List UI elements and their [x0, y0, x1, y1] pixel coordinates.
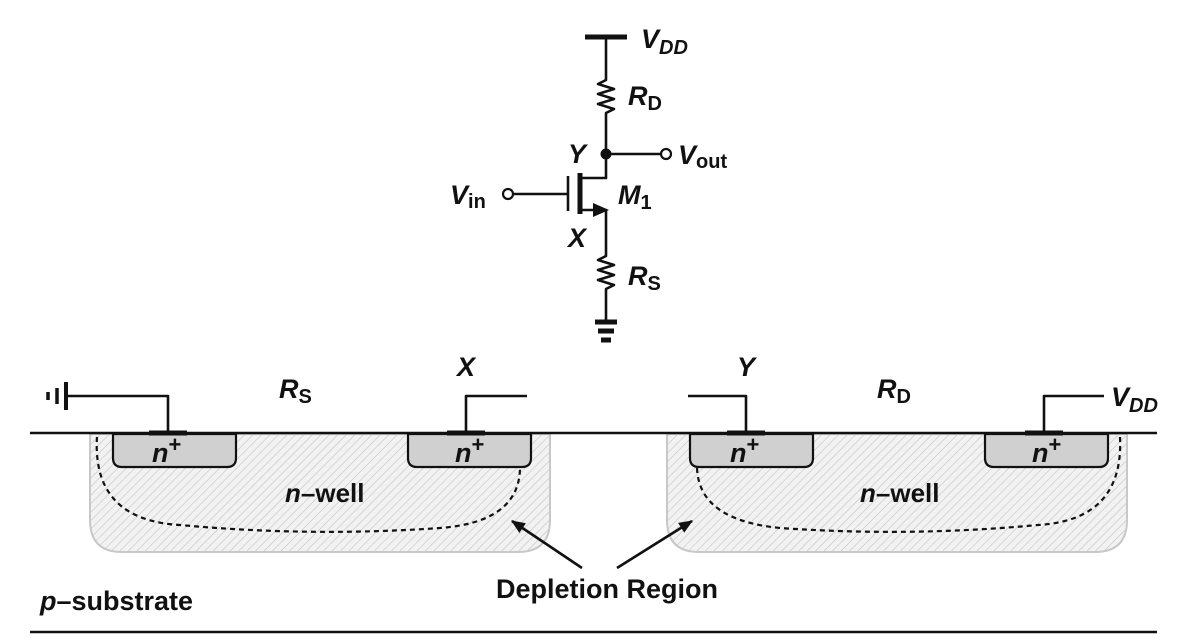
ground-icon	[595, 319, 617, 343]
schematic: VDD RD Y Vout Vin M1 X	[450, 24, 727, 343]
xs-y-label: Y	[737, 352, 758, 382]
drain-lead	[581, 154, 608, 180]
depletion-boundary-left	[95, 436, 522, 533]
xs-rs-label: RS	[279, 374, 312, 408]
node-x-wire	[464, 394, 527, 433]
m1-label: M1	[618, 180, 652, 214]
n-plus-diffusion-3	[688, 432, 815, 469]
depletion-boundary-right	[695, 436, 1122, 533]
n-well-label-left: n–well	[285, 478, 364, 508]
n-plus-diffusion-4	[983, 432, 1110, 469]
cross-section: n+ n+ n+ n+ n–well n–well RS X Y RD VDD …	[30, 352, 1158, 634]
ground-wire	[66, 394, 170, 433]
xs-vdd-label: VDD	[1111, 382, 1158, 417]
node-y-label: Y	[568, 139, 589, 169]
rd-label: RD	[628, 81, 662, 115]
depletion-region-label: Depletion Region	[496, 574, 718, 604]
depletion-arrow-left	[511, 519, 583, 570]
rd-resistor	[596, 74, 616, 150]
source-arrow	[593, 203, 609, 217]
n-plus-label-3: n+	[730, 432, 759, 468]
vdd-label: VDD	[641, 24, 688, 59]
n-plus-diffusion-2	[406, 432, 533, 469]
vout-terminal	[659, 147, 673, 161]
vin-terminal	[501, 187, 515, 201]
vout-label: Vout	[678, 140, 727, 173]
n-plus-label-4: n+	[1032, 432, 1061, 468]
rs-resistor	[596, 250, 616, 320]
xs-rd-label: RD	[877, 374, 911, 408]
xs-x-label: X	[455, 352, 477, 382]
node-x-label: X	[566, 223, 588, 253]
rs-label: RS	[628, 261, 661, 295]
node-y-wire	[688, 394, 748, 433]
vdd-wire-right	[1042, 394, 1104, 433]
ground-icon-left	[46, 382, 68, 410]
n-plus-diffusion-1	[111, 432, 238, 469]
n-plus-label-1: n+	[152, 432, 181, 468]
n-plus-label-2: n+	[455, 432, 484, 468]
depletion-arrow-right	[616, 519, 693, 570]
n-well-label-right: n–well	[860, 478, 939, 508]
vin-label: Vin	[450, 180, 486, 213]
p-substrate-label: p–substrate	[39, 586, 193, 616]
